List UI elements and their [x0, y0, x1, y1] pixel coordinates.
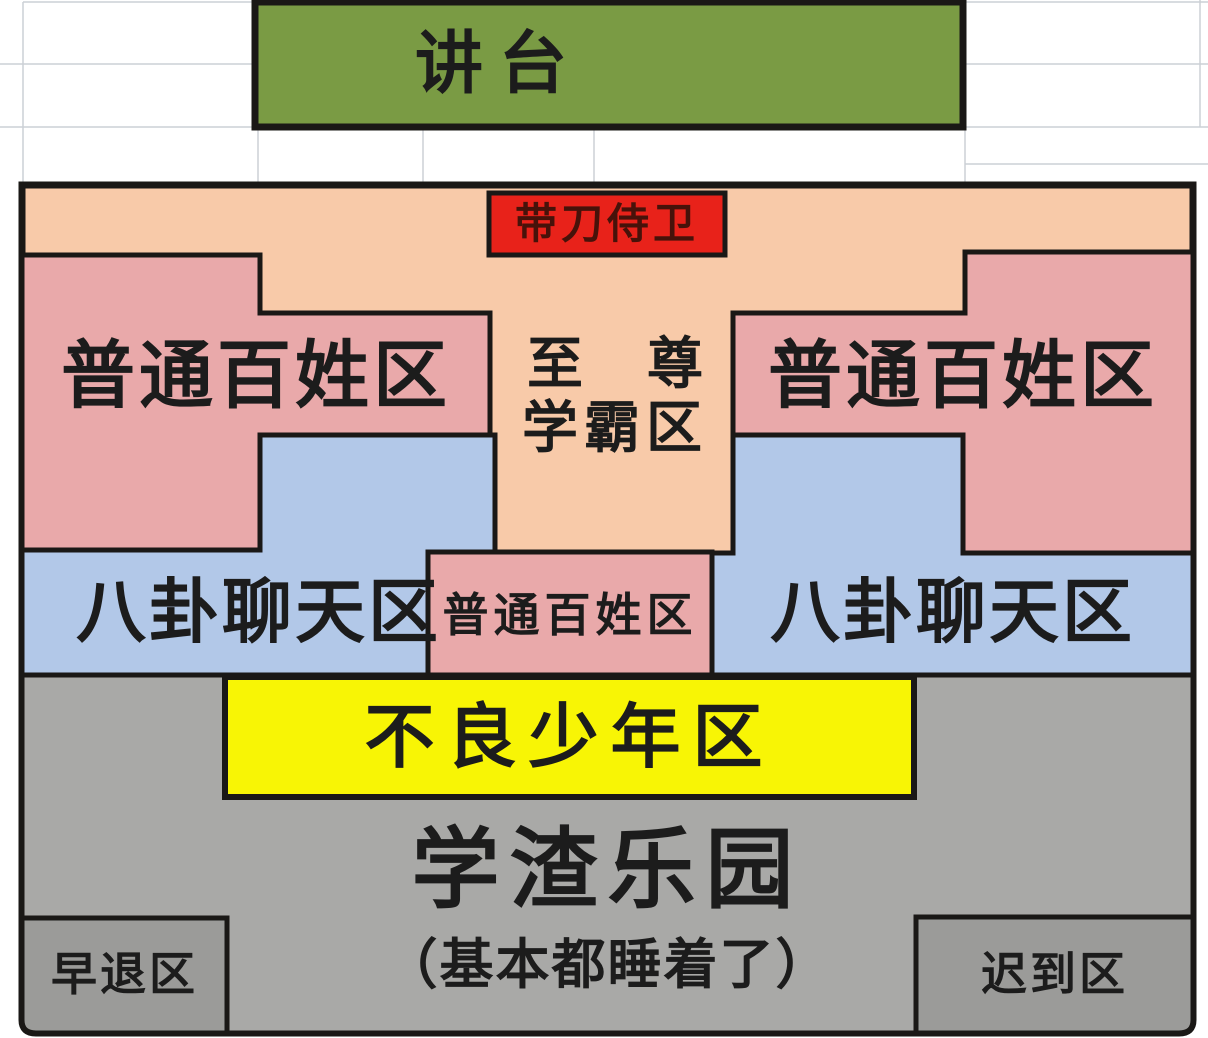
- supreme-line1-right: 尊: [647, 332, 703, 397]
- early-leave-label: 早退区: [51, 947, 198, 1001]
- supreme-label-line1: 至 尊: [497, 334, 733, 396]
- commoner-left-label: 普通百姓区: [61, 333, 451, 419]
- guard-label: 带刀侍卫: [514, 199, 699, 248]
- supreme-label-line2: 学霸区: [522, 396, 708, 461]
- gossip-left-label: 八卦聊天区: [76, 571, 441, 653]
- late-zone: [913, 914, 1196, 1036]
- podium-label: 讲台: [414, 24, 583, 104]
- guard-zone: [486, 190, 728, 258]
- gossip-right-label: 八卦聊天区: [770, 571, 1135, 653]
- late-label: 迟到区: [981, 946, 1128, 1001]
- delinquent-zone: [222, 674, 917, 800]
- early-leave-zone: [19, 915, 230, 1036]
- commoner-center-label: 普通百姓区: [442, 587, 698, 642]
- podium-zone: [251, 0, 967, 131]
- delinquent-label: 不良少年区: [364, 696, 775, 778]
- slacker-subtitle: （基本都睡着了）: [383, 933, 832, 996]
- slacker-title: 学渣乐园: [411, 818, 804, 921]
- commoner-right-label: 普通百姓区: [768, 333, 1158, 419]
- supreme-line1-left: 至: [527, 332, 583, 397]
